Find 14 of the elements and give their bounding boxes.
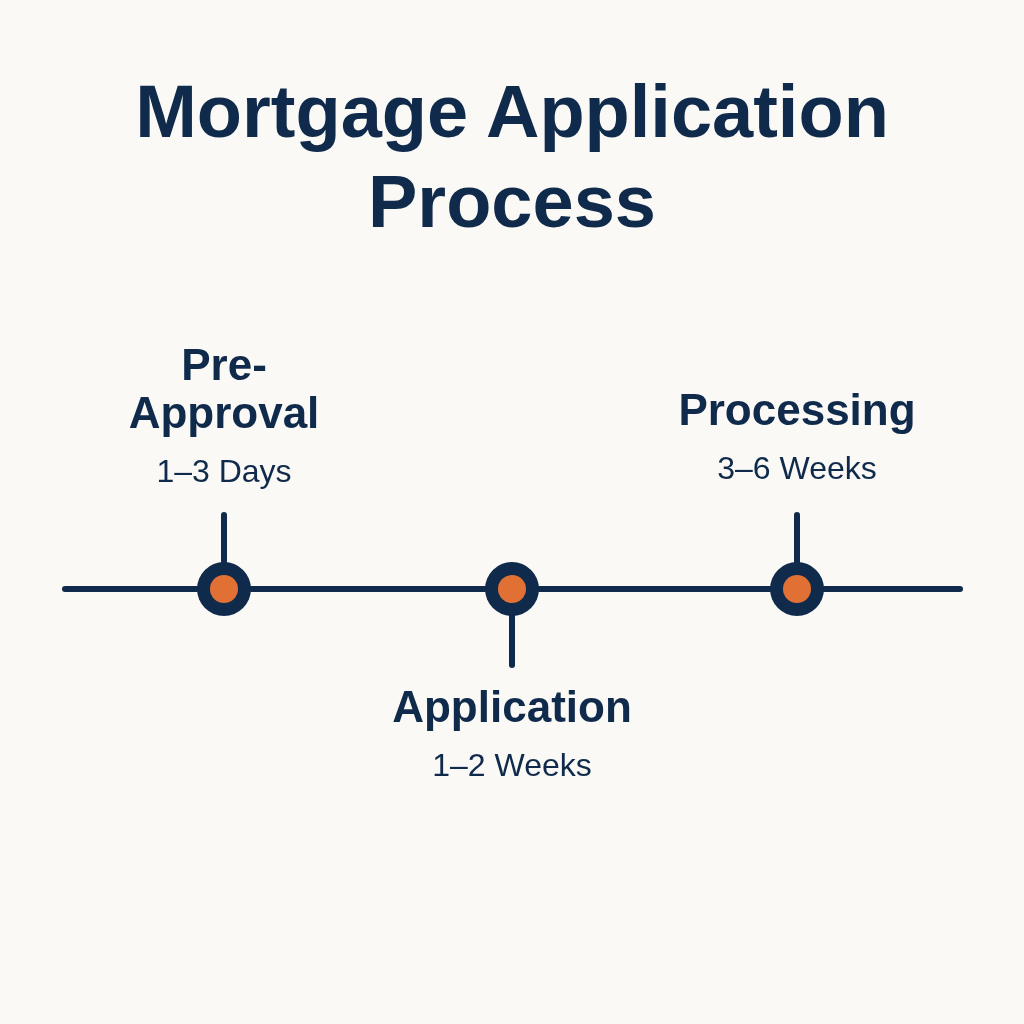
leader-line (509, 613, 515, 668)
milestone-marker (485, 562, 539, 616)
timeline-line (821, 586, 963, 592)
duration-label: 1–2 Weeks (432, 746, 592, 785)
milestone-title: Processing (678, 386, 916, 434)
duration-label: 1–3 Days (156, 452, 292, 491)
milestone-marker (197, 562, 251, 616)
milestone-title: Application (392, 683, 632, 731)
leader-line (221, 512, 227, 565)
duration-label: 3–6 Weeks (717, 449, 877, 488)
diagram-title: Mortgage Application Process (134, 69, 890, 245)
milestone-title: Pre-Approval (127, 341, 321, 437)
leader-line (794, 512, 800, 565)
milestone-marker (770, 562, 824, 616)
